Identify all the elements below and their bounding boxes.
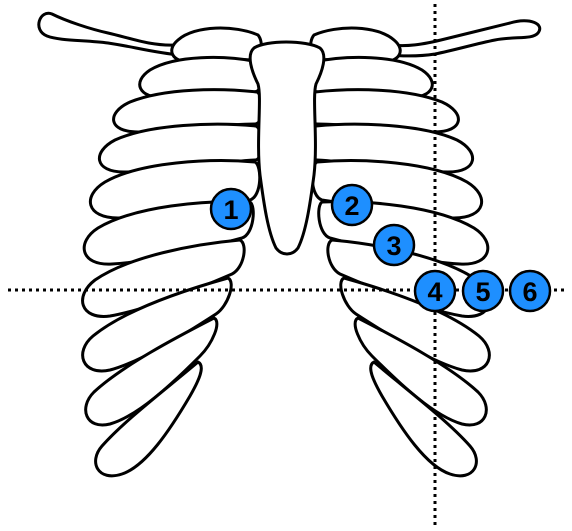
- marker-label: 4: [427, 277, 442, 307]
- sternum: [250, 42, 324, 254]
- marker-label: 2: [344, 191, 359, 221]
- marker-label: 3: [386, 231, 401, 261]
- marker-label: 5: [475, 277, 490, 307]
- left-ribs: [83, 28, 263, 476]
- marker-6: 6: [510, 271, 550, 311]
- marker-1: 1: [211, 189, 251, 229]
- marker-2: 2: [332, 185, 372, 225]
- marker-5: 5: [463, 271, 503, 311]
- marker-label: 6: [522, 277, 537, 307]
- marker-3: 3: [374, 225, 414, 265]
- marker-label: 1: [223, 195, 238, 225]
- marker-4: 4: [415, 271, 455, 311]
